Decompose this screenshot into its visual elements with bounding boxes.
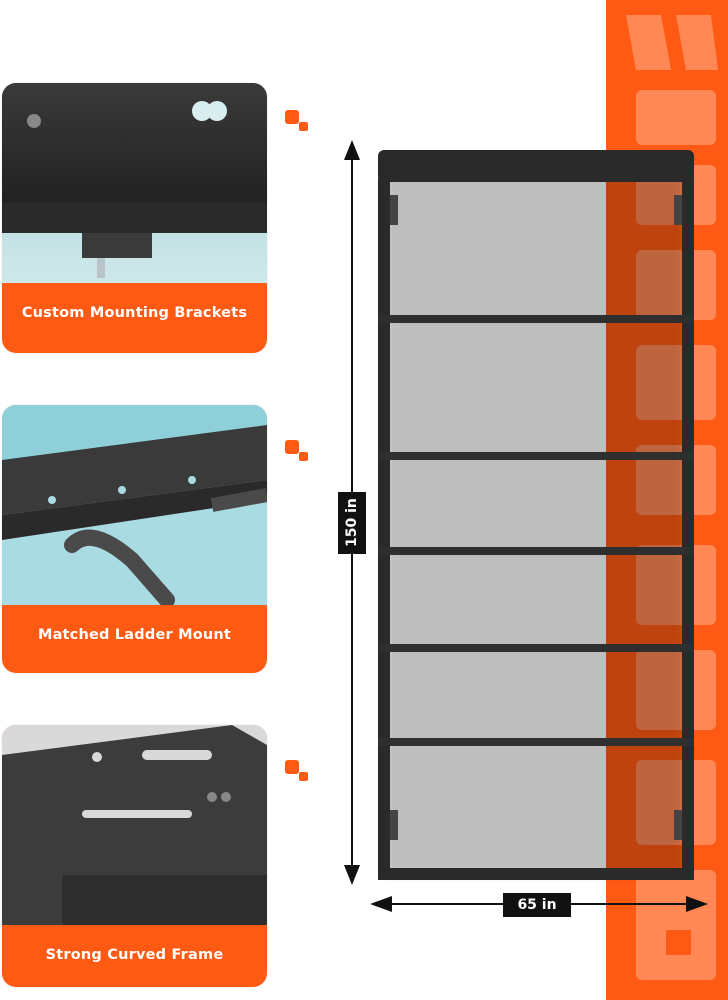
feature-label: Strong Curved Frame <box>45 947 224 963</box>
right-side-rail <box>682 178 694 876</box>
crossbar <box>378 644 694 652</box>
bullet-icon <box>285 760 308 781</box>
bullet-icon <box>285 110 308 131</box>
feature-label: Matched Ladder Mount <box>37 627 232 643</box>
front-wind-fairing <box>378 150 694 182</box>
roof-rack-diagram <box>344 140 708 912</box>
crossbar <box>378 315 694 323</box>
width-dimension-label: 65 in <box>503 893 571 917</box>
bullet-icon <box>285 440 308 461</box>
left-side-rail <box>378 178 390 876</box>
rear-crossbar <box>378 868 694 880</box>
crossbar <box>378 738 694 746</box>
mounting-bracket-photo-icon <box>2 83 267 283</box>
crossbar <box>378 547 694 555</box>
feature-card-curved-frame: Strong Curved Frame <box>2 725 267 987</box>
feature-card-ladder-mount: Matched Ladder Mount <box>2 405 267 673</box>
crossbar <box>378 452 694 460</box>
feature-card-mounting-brackets: Custom Mounting Brackets <box>2 83 267 353</box>
feature-label: Custom Mounting Brackets <box>21 305 248 321</box>
curved-frame-photo-icon <box>2 725 267 925</box>
ladder-mount-photo-icon <box>2 405 267 605</box>
height-dimension-label: 150 in <box>338 492 366 554</box>
